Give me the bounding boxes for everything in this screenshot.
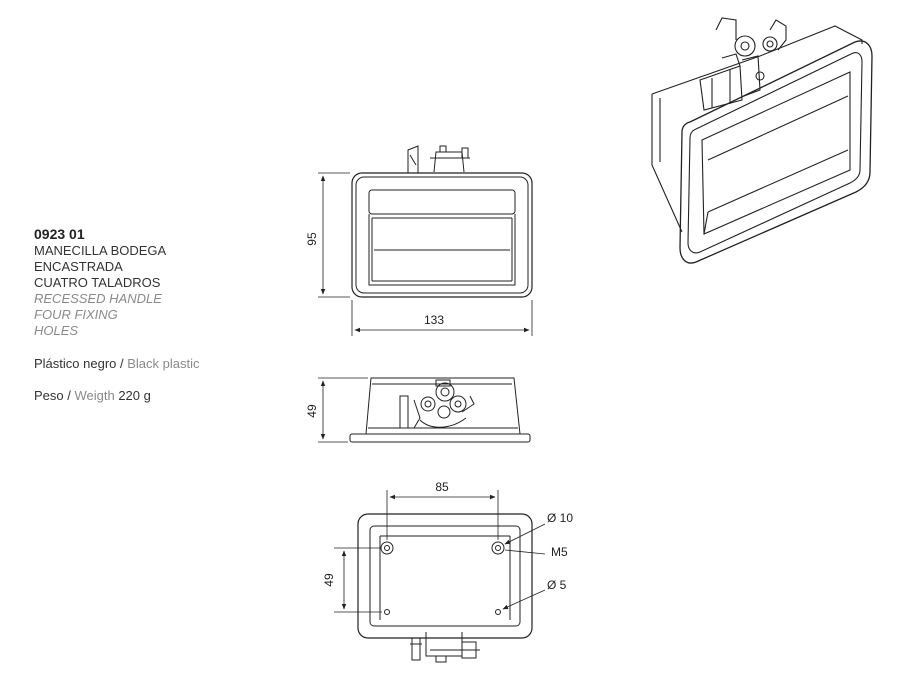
- product-code: 0923 01: [34, 226, 85, 242]
- side-view: [349, 377, 531, 443]
- name-es-line-1: MANECILLA BODEGA: [34, 243, 167, 258]
- hole-top-right: [491, 541, 505, 555]
- isometric-view: [651, 17, 873, 264]
- material-sep: /: [116, 356, 128, 371]
- front-view: [351, 145, 533, 298]
- hole-top-left: [380, 541, 394, 555]
- weight-sep: /: [63, 388, 75, 403]
- name-en-line-1: RECESSED HANDLE: [34, 291, 162, 306]
- name-en-line-2: FOUR FIXING: [34, 307, 118, 322]
- name-es-line-2: ENCASTRADA: [34, 259, 123, 274]
- rear-spacing-label: 85: [435, 480, 449, 494]
- weight-en: Weigth: [74, 388, 115, 403]
- hole-large-label: Ø 10: [547, 511, 573, 525]
- front-height-label: 95: [305, 232, 319, 246]
- material-es: Plástico negro: [34, 356, 117, 371]
- side-dimension-lines: [318, 377, 368, 443]
- front-dimension-lines: [318, 172, 533, 336]
- weight-value: 220 g: [114, 388, 151, 403]
- hole-small-label: Ø 5: [547, 578, 567, 592]
- thread-label: M5: [551, 545, 568, 559]
- rear-dimension-lines: [334, 490, 546, 613]
- hole-bottom-right: [495, 609, 501, 615]
- name-es-line-3: CUATRO TALADROS: [34, 275, 161, 290]
- rear-vertical-label: 49: [322, 573, 336, 587]
- spec-block: 0923 01 MANECILLA BODEGA ENCASTRADA CUAT…: [34, 226, 166, 339]
- hole-bottom-left: [384, 609, 390, 615]
- weight-line: Peso / Weigth 220 g: [34, 388, 151, 403]
- material-en: Black plastic: [127, 356, 200, 371]
- front-width-label: 133: [424, 313, 444, 327]
- side-depth-label: 49: [305, 404, 319, 418]
- name-en-line-3: HOLES: [34, 323, 79, 338]
- weight-es: Peso: [34, 388, 64, 403]
- rear-view: [357, 513, 533, 663]
- material-line: Plástico negro / Black plastic: [34, 356, 199, 371]
